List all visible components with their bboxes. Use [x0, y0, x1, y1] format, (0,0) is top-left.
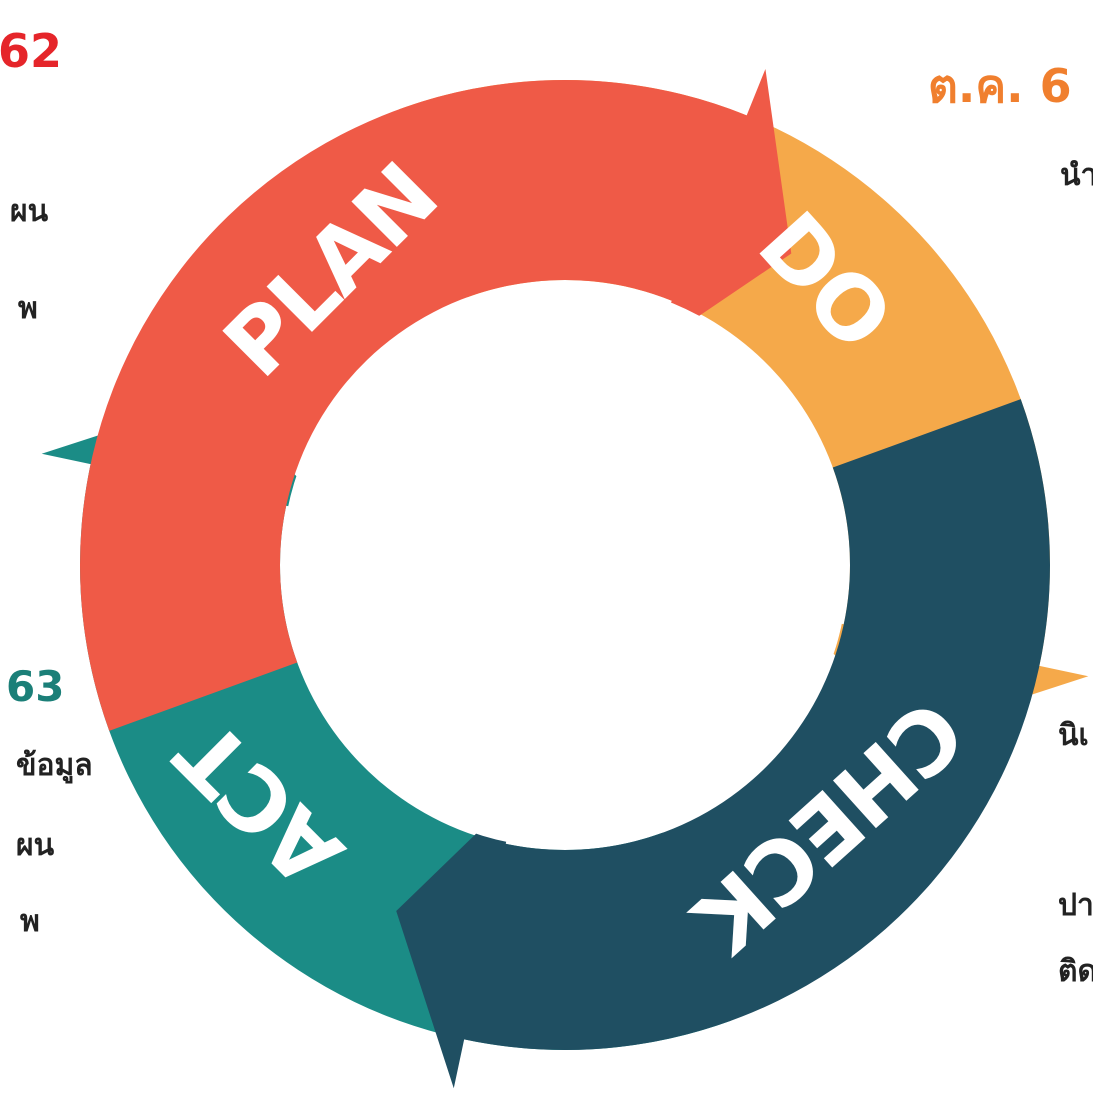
top-left-text-2: พ [18, 291, 38, 326]
right-text-2: ปา [1058, 888, 1093, 923]
top-right-year: ต.ค. 6 [928, 59, 1072, 113]
top-left-year: 62 [0, 24, 63, 78]
right-text-3: ติด [1058, 954, 1093, 989]
check-arrow-segment [396, 399, 1051, 1089]
mid-left-year: 63 [6, 662, 65, 711]
plan-arrow-segment [80, 68, 792, 731]
mid-left-text-1: ข้อมูล [16, 748, 93, 783]
cycle-center [282, 282, 848, 848]
mid-left-text-3: พ [20, 904, 40, 939]
mid-left-text-2: ผน [16, 828, 55, 863]
top-right-text-1: นำ [1060, 158, 1093, 193]
right-text-1: นิเ [1058, 718, 1089, 753]
top-left-text-1: ผน [10, 194, 49, 229]
